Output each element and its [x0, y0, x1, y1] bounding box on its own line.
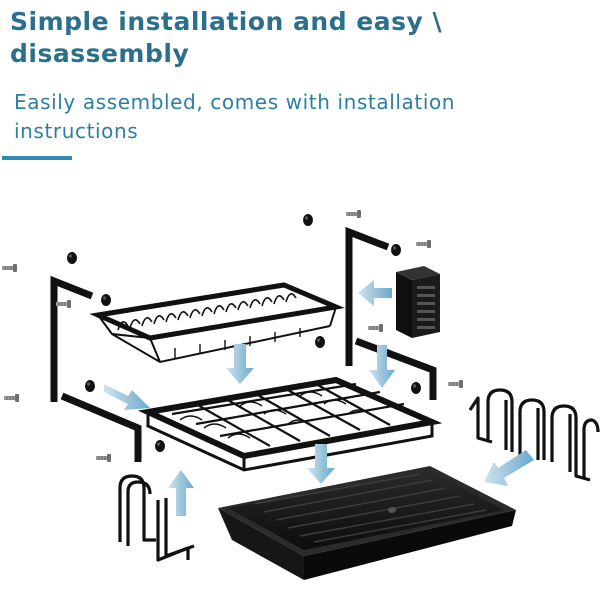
upper-plate-basket — [89, 282, 345, 364]
lower-dish-tier — [137, 376, 443, 472]
arrow-from-hooks — [484, 450, 534, 486]
utensil-holder — [396, 266, 440, 338]
product-illustration — [1, 209, 600, 580]
arrow-down-tray — [307, 444, 335, 484]
subheadline: Easily assembled, comes with installatio… — [14, 88, 574, 146]
side-frame-left — [50, 275, 142, 462]
arrow-up-hook — [168, 470, 194, 516]
assembly-arrows — [104, 280, 534, 516]
arrow-to-utensil — [358, 280, 392, 306]
headline: Simple installation and easy \ disassemb… — [10, 6, 590, 70]
hook-set-right — [468, 388, 600, 482]
headline-line-2: disassembly — [10, 39, 190, 68]
hook-left — [118, 474, 195, 562]
accent-rule — [2, 156, 72, 160]
drip-tray — [218, 466, 516, 580]
arrow-into-lower-tier — [104, 384, 150, 410]
subheadline-line-2: instructions — [14, 119, 139, 143]
subheadline-line-1: Easily assembled, comes with installatio… — [14, 90, 456, 114]
arrow-down-right — [369, 345, 395, 388]
arrow-down-center — [226, 344, 254, 384]
headline-line-1: Simple installation and easy \ — [10, 7, 443, 36]
